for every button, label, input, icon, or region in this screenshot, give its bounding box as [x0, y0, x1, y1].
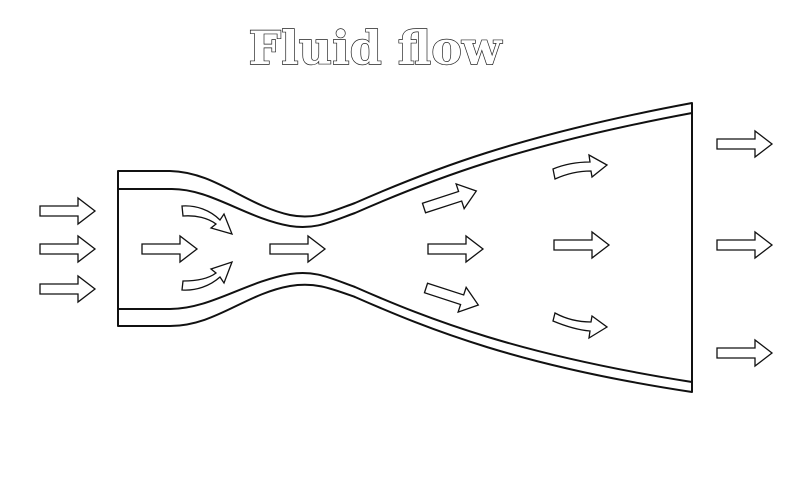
- diverging-flow-arrows: [419, 153, 610, 340]
- arrow-right-icon: [427, 235, 484, 263]
- arrow-right-icon: [141, 235, 198, 263]
- arrow-right-icon: [39, 197, 96, 225]
- arrow-right-icon: [421, 274, 483, 319]
- arrow-right-icon: [269, 235, 326, 263]
- arrow-right-icon: [39, 235, 96, 263]
- curved-arrow-icon: [181, 260, 234, 291]
- curved-arrow-icon: [552, 312, 609, 340]
- curved-arrow-icon: [181, 205, 234, 235]
- arrow-right-icon: [716, 339, 773, 367]
- outflow-arrows: [716, 130, 773, 367]
- arrow-right-icon: [419, 177, 481, 222]
- diagram-title: Fluid flow: [249, 21, 503, 75]
- inlet-flow-arrows: [141, 205, 234, 291]
- arrow-right-icon: [553, 231, 610, 259]
- curved-arrow-icon: [552, 153, 609, 180]
- inflow-arrows: [39, 197, 96, 303]
- nozzle-pipe: [117, 102, 693, 393]
- arrow-right-icon: [716, 231, 773, 259]
- arrow-right-icon: [716, 130, 773, 158]
- pipe-bottom-wall: [117, 271, 693, 393]
- arrow-right-icon: [39, 275, 96, 303]
